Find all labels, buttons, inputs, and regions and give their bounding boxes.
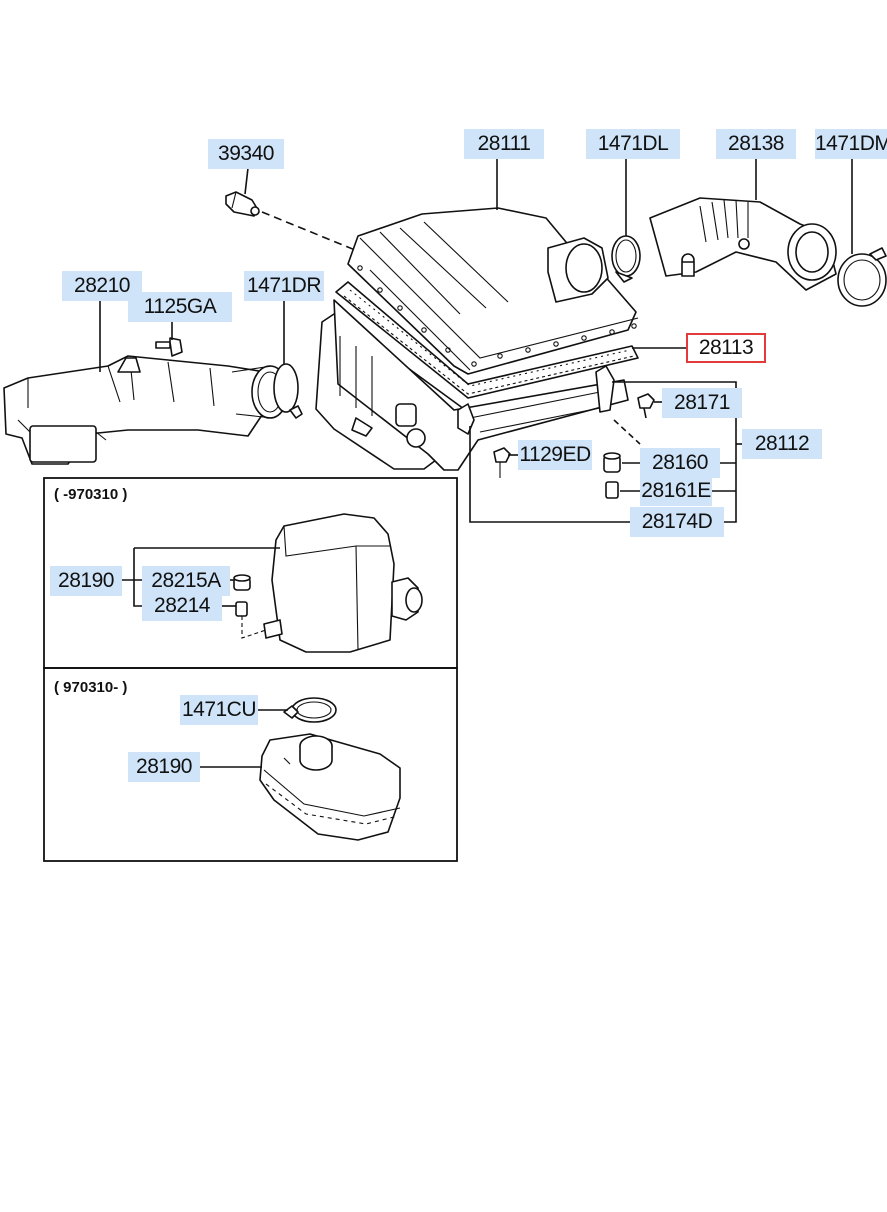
grommet-28215A bbox=[233, 574, 251, 591]
resonator-old-dash bbox=[241, 616, 267, 639]
grommet-28160 bbox=[603, 452, 621, 473]
label-1129ED[interactable]: 1129ED bbox=[518, 440, 592, 470]
collar-28161E bbox=[605, 481, 619, 499]
resonator-old bbox=[263, 513, 423, 653]
label-39340[interactable]: 39340 bbox=[208, 139, 284, 169]
option-note-upper: ( -970310 ) bbox=[54, 486, 128, 503]
label-1471DM[interactable]: 1471DM bbox=[815, 129, 887, 159]
leader-39340-dash bbox=[261, 211, 356, 251]
hose-part bbox=[649, 197, 837, 291]
label-28111[interactable]: 28111 bbox=[464, 129, 544, 159]
label-1471DL[interactable]: 1471DL bbox=[586, 129, 680, 159]
clamp-1471DL bbox=[611, 235, 641, 283]
label-1471DR[interactable]: 1471DR bbox=[244, 271, 324, 301]
leader-39340 bbox=[244, 167, 249, 195]
option-note-lower: ( 970310- ) bbox=[54, 679, 128, 696]
label-28138[interactable]: 28138 bbox=[716, 129, 796, 159]
label-1471CU[interactable]: 1471CU bbox=[180, 695, 258, 725]
collar-28214 bbox=[235, 601, 248, 617]
label-28160[interactable]: 28160 bbox=[640, 448, 720, 478]
air-cleaner-case bbox=[315, 207, 639, 471]
resonator-new bbox=[259, 733, 401, 841]
leader-lines bbox=[99, 158, 853, 768]
label-28171[interactable]: 28171 bbox=[662, 388, 742, 418]
label-28174D[interactable]: 28174D bbox=[630, 507, 724, 537]
bolt-1125GA bbox=[155, 337, 183, 357]
label-28112[interactable]: 28112 bbox=[742, 429, 822, 459]
stud-dash bbox=[613, 419, 641, 445]
bolt-1129ED bbox=[493, 447, 511, 478]
inlet-duct-part bbox=[3, 355, 289, 465]
clamp-1471CU bbox=[283, 697, 337, 723]
clamp-1471DM bbox=[837, 247, 887, 307]
bolt-28171 bbox=[637, 393, 655, 419]
option-box-lower bbox=[43, 667, 458, 862]
label-28214[interactable]: 28214 bbox=[142, 591, 222, 621]
sensor-part bbox=[225, 191, 260, 217]
label-28113[interactable]: 28113 bbox=[686, 333, 766, 363]
label-1125GA[interactable]: 1125GA bbox=[128, 292, 232, 322]
label-28161E[interactable]: 28161E bbox=[640, 476, 712, 506]
label-28190-new[interactable]: 28190 bbox=[128, 752, 200, 782]
clamp-1471DR bbox=[273, 363, 303, 419]
label-28190-old[interactable]: 28190 bbox=[50, 566, 122, 596]
